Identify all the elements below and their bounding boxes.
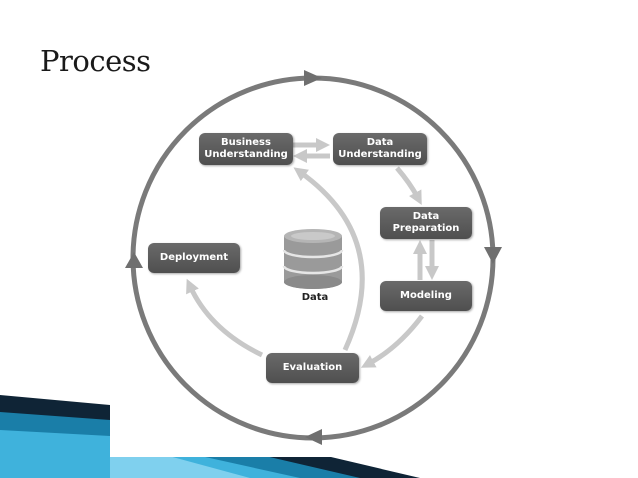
cycle-arrow-bottom [305, 429, 322, 445]
slide-title: Process [40, 44, 151, 78]
cycle-arrow-right [484, 247, 502, 264]
stage-evaluation: Evaluation [266, 353, 359, 383]
arrow-eval-to-dep [186, 278, 264, 358]
arrow-du-to-dp [395, 166, 422, 206]
stage-deployment: Deployment [148, 243, 240, 273]
arrow-eval-to-bu [293, 167, 365, 352]
cycle-arrow-left [125, 252, 143, 268]
cycle-arrow-top [304, 70, 322, 86]
database-label: Data [301, 292, 329, 303]
stage-business-understanding: Business Understanding [199, 133, 293, 165]
database-icon [282, 229, 344, 289]
arrow-mod-to-eval [360, 314, 424, 368]
stage-data-preparation: Data Preparation [380, 207, 472, 239]
stage-modeling: Modeling [380, 281, 472, 311]
stage-data-understanding: Data Understanding [333, 133, 427, 165]
